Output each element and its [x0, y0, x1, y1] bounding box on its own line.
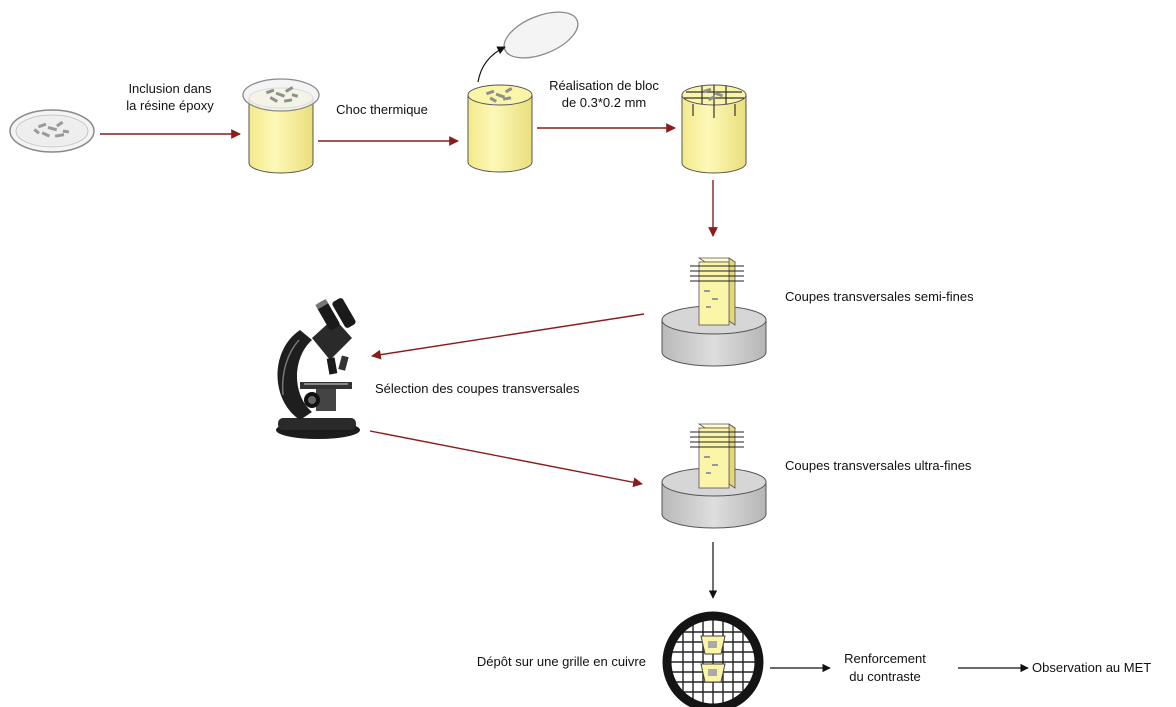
microtome-stage-semi-icon — [661, 257, 767, 367]
resin-cylinder-3-icon — [681, 84, 747, 174]
copper-grid-icon — [662, 611, 764, 707]
resin-cylinder-2-icon — [467, 84, 533, 173]
label-ultra-fines: Coupes transversales ultra-fines — [785, 458, 972, 473]
arrow-from-microscope — [369, 430, 643, 488]
arrow-lid-removal — [477, 46, 506, 83]
light-microscope-icon — [276, 298, 360, 439]
label-inclusion-1: Inclusion dans — [128, 81, 212, 96]
label-observation: Observation au MET — [1032, 660, 1151, 675]
label-selection: Sélection des coupes transversales — [375, 381, 580, 396]
sample-dish-icon — [9, 109, 95, 153]
label-depot: Dépôt sur une grille en cuivre — [477, 654, 646, 669]
arrow-to-microscope — [371, 313, 645, 360]
removed-lid-icon — [503, 11, 579, 59]
label-bloc-1: Réalisation de bloc — [549, 78, 659, 93]
resin-cylinder-1-icon — [242, 78, 320, 174]
microtome-stage-ultra-icon — [661, 423, 767, 529]
label-bloc-2: de 0.3*0.2 mm — [562, 95, 647, 110]
label-renforcement-2: du contraste — [849, 669, 921, 684]
label-choc: Choc thermique — [336, 102, 428, 117]
label-renforcement-1: Renforcement — [844, 651, 926, 666]
label-semi-fines: Coupes transversales semi-fines — [785, 289, 974, 304]
label-inclusion-2: la résine époxy — [126, 98, 214, 113]
